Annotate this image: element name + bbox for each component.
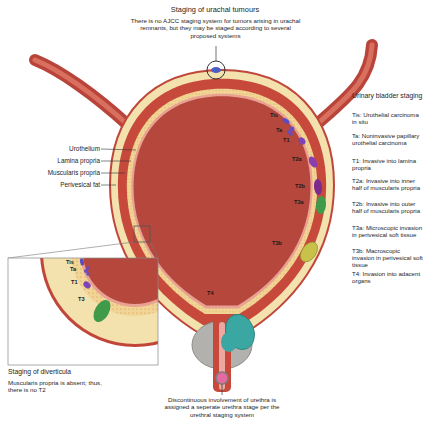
t3a-tumour (315, 196, 327, 215)
inset-outer-wall (40, 258, 158, 347)
stage-definition: T2a: Invasive into inner half of muscula… (352, 177, 424, 191)
stage-marker: T3b (272, 240, 288, 247)
stage-definition: Tis: Urothelial carcinoma in situ (352, 111, 424, 125)
layer-label: Urothelium (18, 145, 100, 153)
t3b-tumour (297, 239, 321, 265)
stage-definition: T1: Invasive into lamina propria (352, 157, 424, 171)
inset-heading: Staging of diverticula (8, 368, 118, 376)
inset-indicator (134, 226, 150, 242)
stage-definition: T3a: Microscopic invasion in perivesical… (352, 224, 424, 238)
ta-tumour (289, 132, 293, 136)
tis-tumour (79, 258, 84, 266)
inset-frame (8, 258, 158, 365)
stage-marker: T1 (71, 279, 83, 286)
stage-marker: T3a (294, 199, 310, 206)
ta-tumour (86, 272, 90, 276)
inset-leader (8, 242, 134, 258)
inset-perivesical-fat (43, 258, 158, 344)
legend-heading: Urinary bladder staging (352, 92, 425, 100)
inset-note: Muscularis propria is absent; thus, ther… (8, 379, 108, 394)
left-ureter-lumen (35, 60, 128, 125)
urachal-marker (207, 61, 225, 79)
stage-marker: Ta (70, 266, 82, 273)
stage-marker: T1 (283, 137, 295, 144)
tis-tumour (282, 117, 291, 125)
leader-line (101, 161, 131, 162)
note-text: There is no AJCC staging system for tumo… (128, 17, 303, 39)
stage-definition: T4: Invasion into adacent organs (352, 270, 424, 284)
leader-line (216, 46, 217, 61)
stage-definition: Ta: Noninvasive papillary urothelial car… (352, 132, 424, 146)
stage-marker: T4 (207, 290, 221, 297)
urethral-lesion (216, 372, 228, 384)
stage-marker: T3 (78, 296, 90, 303)
stage-marker: Tis (66, 259, 80, 266)
leader-line (222, 384, 223, 395)
inset-leader (150, 242, 158, 258)
stage-marker: T2a (292, 156, 308, 163)
layer-label: Lamina propria (18, 157, 100, 165)
urachal-tumour (211, 67, 221, 73)
t4-tumour (221, 332, 237, 352)
stage-marker: Tis (270, 112, 284, 119)
t2a-tumour (307, 155, 319, 169)
t1-tumour (297, 136, 307, 146)
inset-urothelium (80, 258, 158, 307)
urothelium-layer (131, 94, 312, 309)
layer-label: Muscularis propria (18, 169, 100, 177)
bladder-lumen (134, 96, 311, 305)
stage-definition: T3b: Macroscopic invasion in perivesical… (352, 247, 424, 269)
stage-marker: T2b (295, 183, 311, 190)
stage-definition: T2b: Invasive into outer half of muscula… (352, 200, 424, 214)
leader-line (101, 149, 136, 150)
leader-line (101, 173, 125, 174)
leader-line (101, 185, 116, 186)
left-ureter (35, 60, 128, 125)
inset-lumen (83, 258, 158, 304)
stage-marker: Ta (276, 127, 288, 134)
section-heading: Staging of urachal tumours (125, 6, 305, 15)
t1-tumour (82, 280, 92, 290)
inset-lamina-propria (71, 258, 158, 316)
diverticulum-inset (40, 258, 158, 347)
layer-label: Perivesical fat (18, 181, 100, 189)
t4-tumour (221, 310, 260, 353)
t2b-tumour (313, 179, 322, 196)
ta-tumour (86, 266, 90, 270)
urethra-note: Discontinuous involvement of urethra is … (157, 396, 287, 418)
t3-tumour (90, 297, 114, 325)
